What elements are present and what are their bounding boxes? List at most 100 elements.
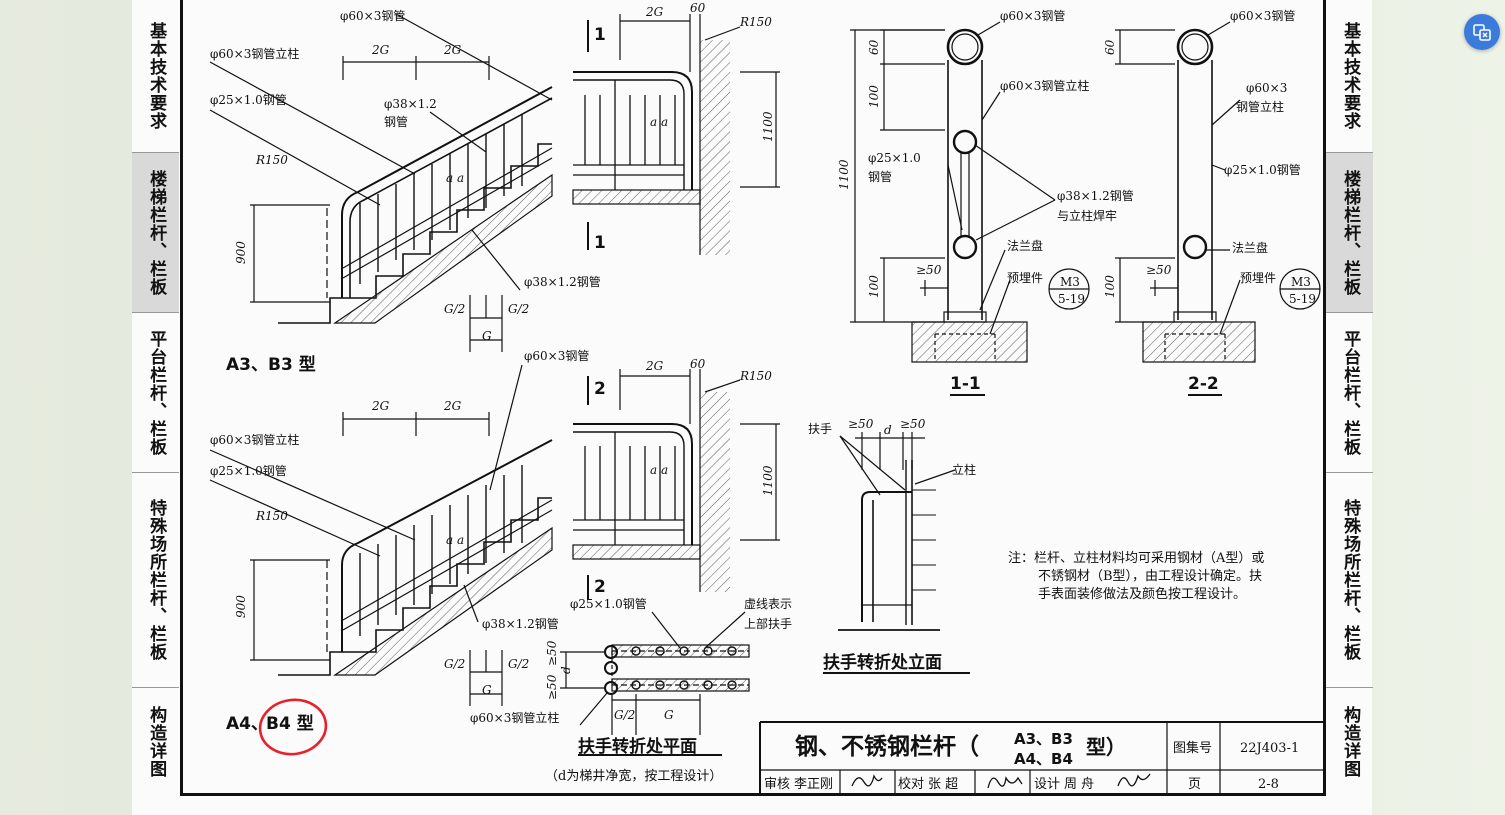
atlas-number: 22J403-1 bbox=[1240, 741, 1299, 756]
left-index-tab[interactable]: 特殊场所栏杆、栏板 bbox=[132, 473, 179, 688]
title-block-type: 型） bbox=[1086, 735, 1126, 759]
b4-type-title: B4 型 bbox=[266, 713, 314, 734]
plan-ge50-dim-b: ≥50 bbox=[545, 674, 559, 700]
s2-ge50-dim: ≥50 bbox=[1146, 263, 1172, 277]
drawing-sheet: 基本技术要求 楼梯栏杆、栏板 平台栏杆、栏板 特殊场所栏杆、栏板 构造详图 基本… bbox=[132, 0, 1373, 815]
elev1-section-mark-b: 1 bbox=[594, 233, 606, 253]
elev1-spacing-dim: a a bbox=[650, 115, 668, 129]
s1-60-dim: 60 bbox=[867, 39, 881, 55]
s1-embed-label: 预埋件 bbox=[1007, 271, 1043, 285]
elev2-height-dim: 1100 bbox=[761, 465, 775, 496]
right-index-tab[interactable]: 楼梯栏杆、栏板 bbox=[1326, 153, 1373, 313]
turn-elevation-drawing bbox=[823, 432, 970, 674]
s1-rail25-label-b: 钢管 bbox=[868, 169, 892, 184]
s1-tube-label: φ60×3钢管 bbox=[1000, 8, 1065, 23]
review-label: 审核 bbox=[764, 777, 790, 792]
elev2-spacing-dim: a a bbox=[650, 463, 668, 477]
a3-g-half-dim: G/2 bbox=[444, 302, 465, 316]
elev1-section-mark: 1 bbox=[594, 25, 606, 45]
a3-g-dim: G bbox=[482, 329, 492, 343]
plan-g-half-dim: G/2 bbox=[614, 708, 635, 722]
s2-60-dim: 60 bbox=[1103, 39, 1117, 55]
elev2-2g-dim: 2G bbox=[645, 359, 664, 373]
left-index-tab[interactable]: 基本技术要求 bbox=[132, 0, 179, 153]
a3-rail38-label-b: 钢管 bbox=[384, 114, 408, 129]
a3-radius-label: R150 bbox=[255, 153, 288, 167]
a3-rail38-label: φ38×1.2 bbox=[384, 97, 437, 111]
a3-2g-dim: 2G bbox=[371, 43, 390, 57]
a3-rail38-bottom-label: φ38×1.2钢管 bbox=[524, 274, 601, 289]
a3-top-tube-label: φ60×3钢管 bbox=[340, 8, 405, 23]
s1-rail25-label: φ25×1.0 bbox=[868, 151, 921, 165]
s2-post-label-b: 钢管立柱 bbox=[1236, 99, 1284, 114]
plan-rail25-label: φ25×1.0钢管 bbox=[570, 596, 647, 611]
s2-m3-page: 5-19 bbox=[1289, 292, 1316, 306]
left-index-tab[interactable]: 构造详图 bbox=[146, 706, 167, 778]
s1-ge50-dim: ≥50 bbox=[916, 263, 942, 277]
elev2-section-mark-b: 2 bbox=[594, 577, 606, 597]
section-2-2-title: 2-2 bbox=[1188, 374, 1219, 394]
translate-button[interactable] bbox=[1464, 14, 1500, 50]
left-index-tab[interactable]: 楼梯栏杆、栏板 bbox=[132, 153, 179, 313]
a3-rail25-label: φ25×1.0钢管 bbox=[210, 92, 287, 107]
right-index-tab[interactable]: 特殊场所栏杆、栏板 bbox=[1326, 473, 1373, 688]
translate-icon bbox=[1473, 24, 1491, 41]
a4-rail25-label: φ25×1.0钢管 bbox=[210, 463, 287, 478]
s2-tube-label: φ60×3钢管 bbox=[1230, 8, 1295, 23]
turn-elev-ge50-dim: ≥50 bbox=[848, 417, 874, 431]
plan-dashed-label: 虚线表示 bbox=[744, 597, 792, 611]
s2-embed-label: 预埋件 bbox=[1240, 271, 1276, 285]
s2-rail25-label: φ25×1.0钢管 bbox=[1224, 162, 1301, 177]
right-index-tab[interactable]: 构造详图 bbox=[1340, 706, 1361, 778]
title-block-a4b4: A4、B4 bbox=[1014, 750, 1073, 768]
a3-height-dim: 900 bbox=[234, 241, 248, 264]
s1-m3-label: M3 bbox=[1060, 275, 1080, 289]
turn-elev-d-dim: d bbox=[884, 423, 892, 437]
check-label: 校对 bbox=[898, 776, 924, 792]
page-label: 页 bbox=[1188, 777, 1201, 792]
title-block-title: 钢、不锈钢栏杆（ bbox=[795, 733, 979, 760]
right-index-tab[interactable]: 基本技术要求 bbox=[1326, 0, 1373, 153]
s1-weld-label-b: 与立柱焊牢 bbox=[1057, 208, 1117, 223]
a4-height-dim: 900 bbox=[234, 595, 248, 618]
s1-flange-label: 法兰盘 bbox=[1007, 238, 1043, 253]
left-index-tab[interactable]: 平台栏杆、栏板 bbox=[132, 313, 179, 473]
turn-plan-title: 扶手转折处平面 bbox=[578, 736, 697, 757]
s2-post-label: φ60×3 bbox=[1246, 81, 1287, 95]
atlas-number-label: 图集号 bbox=[1173, 740, 1212, 756]
a4-type-title: A4、 bbox=[226, 714, 268, 734]
checker-name: 张 超 bbox=[928, 777, 958, 792]
design-label: 设计 bbox=[1034, 777, 1060, 792]
s1-100-dim: 100 bbox=[867, 85, 881, 108]
plan-g-dim: G bbox=[664, 708, 674, 722]
elevation-2-drawing bbox=[572, 369, 780, 600]
elev1-radius-label: R150 bbox=[739, 15, 772, 29]
s2-100-dim: 100 bbox=[1103, 275, 1117, 298]
elev2-60-dim: 60 bbox=[690, 357, 706, 371]
stair-a3-drawing bbox=[209, 13, 553, 352]
right-index-tab[interactable]: 平台栏杆、栏板 bbox=[1326, 313, 1373, 473]
elev2-radius-label: R150 bbox=[739, 369, 772, 383]
designer-name: 周 舟 bbox=[1064, 777, 1094, 792]
left-index-sidebar: 基本技术要求 楼梯栏杆、栏板 平台栏杆、栏板 特殊场所栏杆、栏板 构造详图 bbox=[132, 0, 179, 796]
title-block-a3b3: A3、B3 bbox=[1014, 730, 1073, 748]
elevation-1-drawing bbox=[572, 14, 780, 255]
a4-post-label: φ60×3钢管立柱 bbox=[210, 432, 299, 447]
a4-g-half-dim: G/2 bbox=[444, 657, 465, 671]
s1-post-label: φ60×3钢管立柱 bbox=[1000, 78, 1089, 93]
note-line-3: 手表面装修做法及颜色按工程设计。 bbox=[1038, 586, 1246, 602]
title-block-lines bbox=[759, 721, 1323, 793]
a4-2g-dim-b: 2G bbox=[443, 399, 462, 413]
signature-scribbles bbox=[851, 773, 1151, 789]
turn-elevation-title: 扶手转折处立面 bbox=[823, 652, 942, 673]
drawing-frame bbox=[180, 0, 1326, 796]
section-1-1-drawing bbox=[850, 21, 1090, 396]
elev1-2g-dim: 2G bbox=[645, 5, 664, 19]
turn-elev-handrail-label: 扶手 bbox=[808, 421, 832, 436]
elev1-height-dim: 1100 bbox=[761, 111, 775, 142]
plan-ge50-dim: ≥50 bbox=[545, 640, 559, 666]
a4-spacing-dim: a a bbox=[446, 533, 464, 547]
a3-2g-dim-b: 2G bbox=[443, 43, 462, 57]
turn-elev-ge50-dim-b: ≥50 bbox=[900, 417, 926, 431]
